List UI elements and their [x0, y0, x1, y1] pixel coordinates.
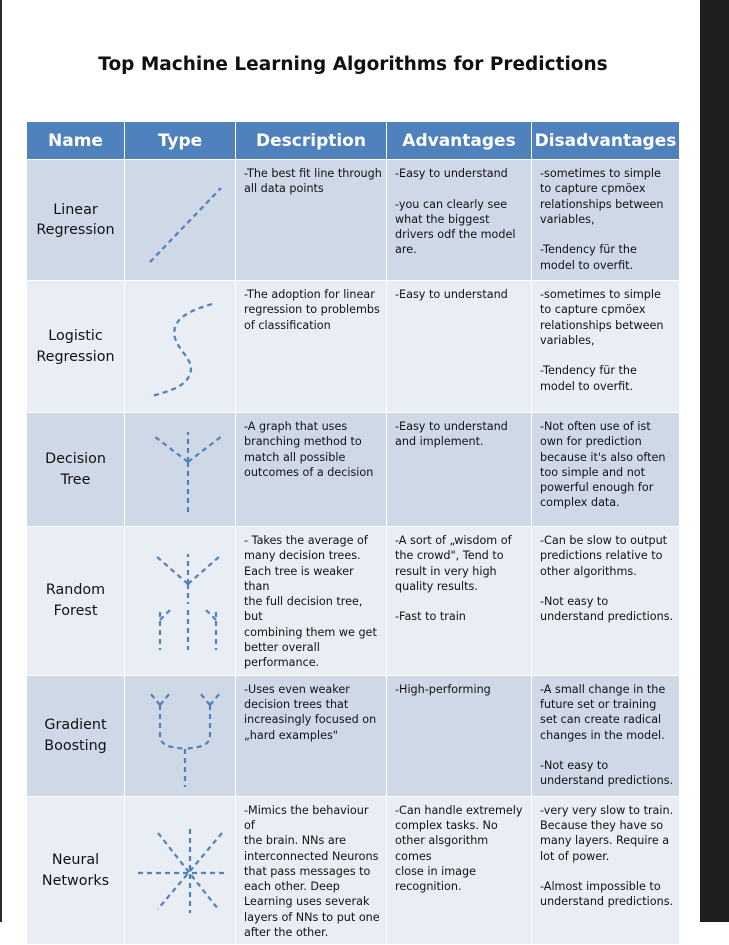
algorithm-type-cell	[124, 412, 236, 527]
advantages-cell: -Easy to understand-you can clearly see …	[386, 159, 532, 281]
linear-line-icon	[149, 187, 222, 263]
network-icon	[138, 828, 226, 913]
header-disadvantages: Disadvantages	[531, 121, 680, 160]
advantages-cell: -A sort of „wisdom of the crowd", Tend t…	[386, 526, 532, 676]
header-advantages: Advantages	[386, 121, 532, 160]
algorithm-name: Neural Networks	[26, 795, 125, 945]
s-curve-icon	[151, 302, 213, 397]
table-row-decision-tree: Decision Tree -A graph that uses branchi…	[26, 412, 680, 527]
algorithm-name: Decision Tree	[26, 412, 125, 527]
tree-icon	[153, 431, 223, 514]
algorithms-table: Name Type Description Advantages Disadva…	[26, 121, 680, 945]
advantages-cell: -High-performing	[386, 674, 532, 797]
description-cell: -A graph that uses branching method to m…	[235, 412, 387, 527]
advantages-cell: -Easy to understand	[386, 280, 532, 413]
description-cell: -The adoption for linear regression to p…	[235, 280, 387, 413]
algorithm-name: Gradient Boosting	[26, 674, 125, 797]
table-row-gradient-boosting: Gradient Boosting -Uses even weaker deci…	[26, 674, 680, 797]
disadvantages-cell: -Can be slow to output predictions relat…	[531, 526, 680, 676]
header-type: Type	[124, 121, 236, 160]
disadvantages-cell: -sometimes to simple to capture cpmöex r…	[531, 280, 680, 413]
table-row-neural-networks: Neural Networks -Mimics the behaviour of…	[26, 795, 680, 945]
algorithm-type-cell	[124, 280, 236, 413]
boosting-icon	[149, 691, 221, 787]
header-name: Name	[26, 121, 125, 160]
advantages-cell: -Easy to understand and implement.	[386, 412, 532, 527]
disadvantages-cell: -very very slow to train. Because they h…	[531, 795, 680, 945]
description-cell: - Takes the average of many decision tre…	[235, 526, 387, 676]
disadvantages-cell: -sometimes to simple to capture cpmöex r…	[531, 159, 680, 281]
right-dark-margin	[700, 0, 729, 922]
algorithm-type-cell	[124, 674, 236, 797]
algorithm-type-cell	[124, 159, 236, 281]
algorithm-name: Random Forest	[26, 526, 125, 676]
header-description: Description	[235, 121, 387, 160]
table-row-linear-regression: Linear Regression -The best fit line thr…	[26, 159, 680, 281]
algorithm-type-cell	[124, 526, 236, 676]
description-cell: -Mimics the behaviour of the brain. NNs …	[235, 795, 387, 945]
disadvantages-cell: -A small change in the future set or tra…	[531, 674, 680, 797]
disadvantages-cell: -Not often use of ist own for prediction…	[531, 412, 680, 527]
advantages-cell: -Can handle extremely complex tasks. No …	[386, 795, 532, 945]
table-row-random-forest: Random Forest - Takes the average of man…	[26, 526, 680, 676]
description-cell: -Uses even weaker decision trees that in…	[235, 674, 387, 797]
header-row: Name Type Description Advantages Disadva…	[26, 121, 680, 160]
table-row-logistic-regression: Logistic Regression -The adoption for li…	[26, 280, 680, 413]
algorithm-type-cell	[124, 795, 236, 945]
page-title: Top Machine Learning Algorithms for Pred…	[98, 54, 608, 75]
algorithm-name: Linear Regression	[26, 159, 125, 281]
left-page-edge	[0, 0, 2, 922]
forest-icon	[155, 553, 221, 650]
description-cell: -The best fit line through all data poin…	[235, 159, 387, 281]
algorithm-name: Logistic Regression	[26, 280, 125, 413]
